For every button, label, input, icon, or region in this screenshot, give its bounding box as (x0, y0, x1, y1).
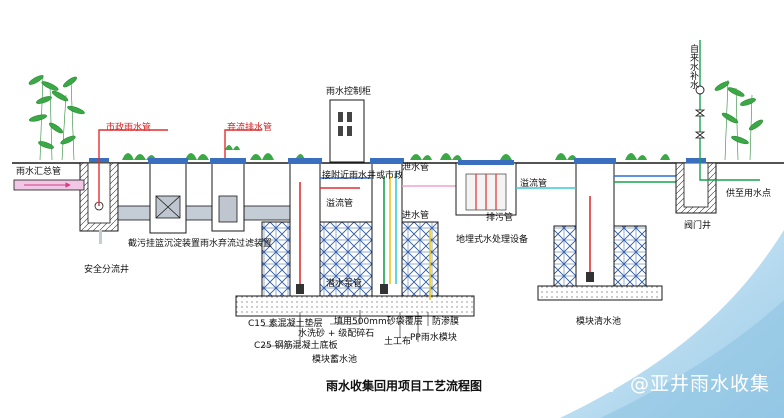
overflow-pipe-left-label: 溢流管 (326, 199, 354, 209)
underground-treatment-device (455, 160, 517, 216)
underground-treatment-label: 地埋式水处理设备 (456, 235, 529, 245)
sewage-pipe-label: 排污管 (486, 213, 514, 223)
control-cabinet-label: 雨水控制柜 (326, 87, 372, 97)
bamboo-plants-right (714, 79, 764, 161)
diagram-title: 雨水收集回用项目工艺流程图 (326, 379, 483, 393)
c15-label: C15 素混凝土垫层 (248, 319, 323, 329)
discard-filter-label: 雨水弃流过滤装置 (200, 239, 273, 249)
safety-well-label: 安全分流井 (84, 265, 130, 275)
municipal-rain-pipe-label: 市政雨水管 (106, 123, 152, 133)
sand-500-label: 填用500mm砂袋覆层 (334, 317, 423, 327)
intake-pipe-label: 进水管 (402, 211, 430, 221)
module-clear-tank (537, 158, 663, 301)
sediment-basket-label: 截污挂篮沉淀装置 (128, 239, 201, 249)
sand-layer-label: 水洗砂 + 级配碎石 (298, 329, 375, 339)
rain-control-cabinet (329, 99, 365, 163)
c25-label: C25 钢筋混凝土底板 (254, 341, 338, 351)
bamboo-plants-left (28, 74, 85, 161)
rain-inlet-pipe (13, 179, 85, 191)
pump-pipe-label: 潜水泵管 (326, 279, 363, 289)
storage-tank-label: 模块蓄水池 (312, 355, 358, 365)
watermark: 知乎 @亚井雨水收集 (582, 373, 770, 395)
leader-lines (262, 310, 429, 347)
discard-filter-device (210, 158, 246, 232)
pp-module-label: PP雨水模块 (410, 333, 457, 343)
outlet-gray-pipe (99, 230, 102, 244)
anti-seepage-label: 防渗膜 (432, 317, 460, 327)
discard-pipe-label: 弃流排水管 (227, 123, 273, 133)
rain-inlet-label: 雨水汇总管 (16, 167, 62, 177)
geotextile-label: 土工布 (384, 337, 412, 347)
drain-pipe-label: 泄水管 (402, 163, 430, 173)
valve-well (675, 40, 760, 214)
module-storage-tank (235, 158, 475, 317)
clear-tank-label: 模块清水池 (576, 317, 622, 327)
overflow-pipe-right-label: 溢流管 (520, 179, 548, 189)
supply-users-label: 供至用水点 (726, 189, 772, 199)
tap-water-label: 自来水补水 (688, 44, 698, 89)
sediment-basket-device (148, 158, 188, 234)
main-gray-pipe (117, 205, 297, 221)
connect-rain-well-label: 接附近雨水井或市政 (322, 171, 404, 181)
valve-well-label: 阀门井 (684, 221, 712, 231)
ground-shrubs (122, 145, 670, 160)
